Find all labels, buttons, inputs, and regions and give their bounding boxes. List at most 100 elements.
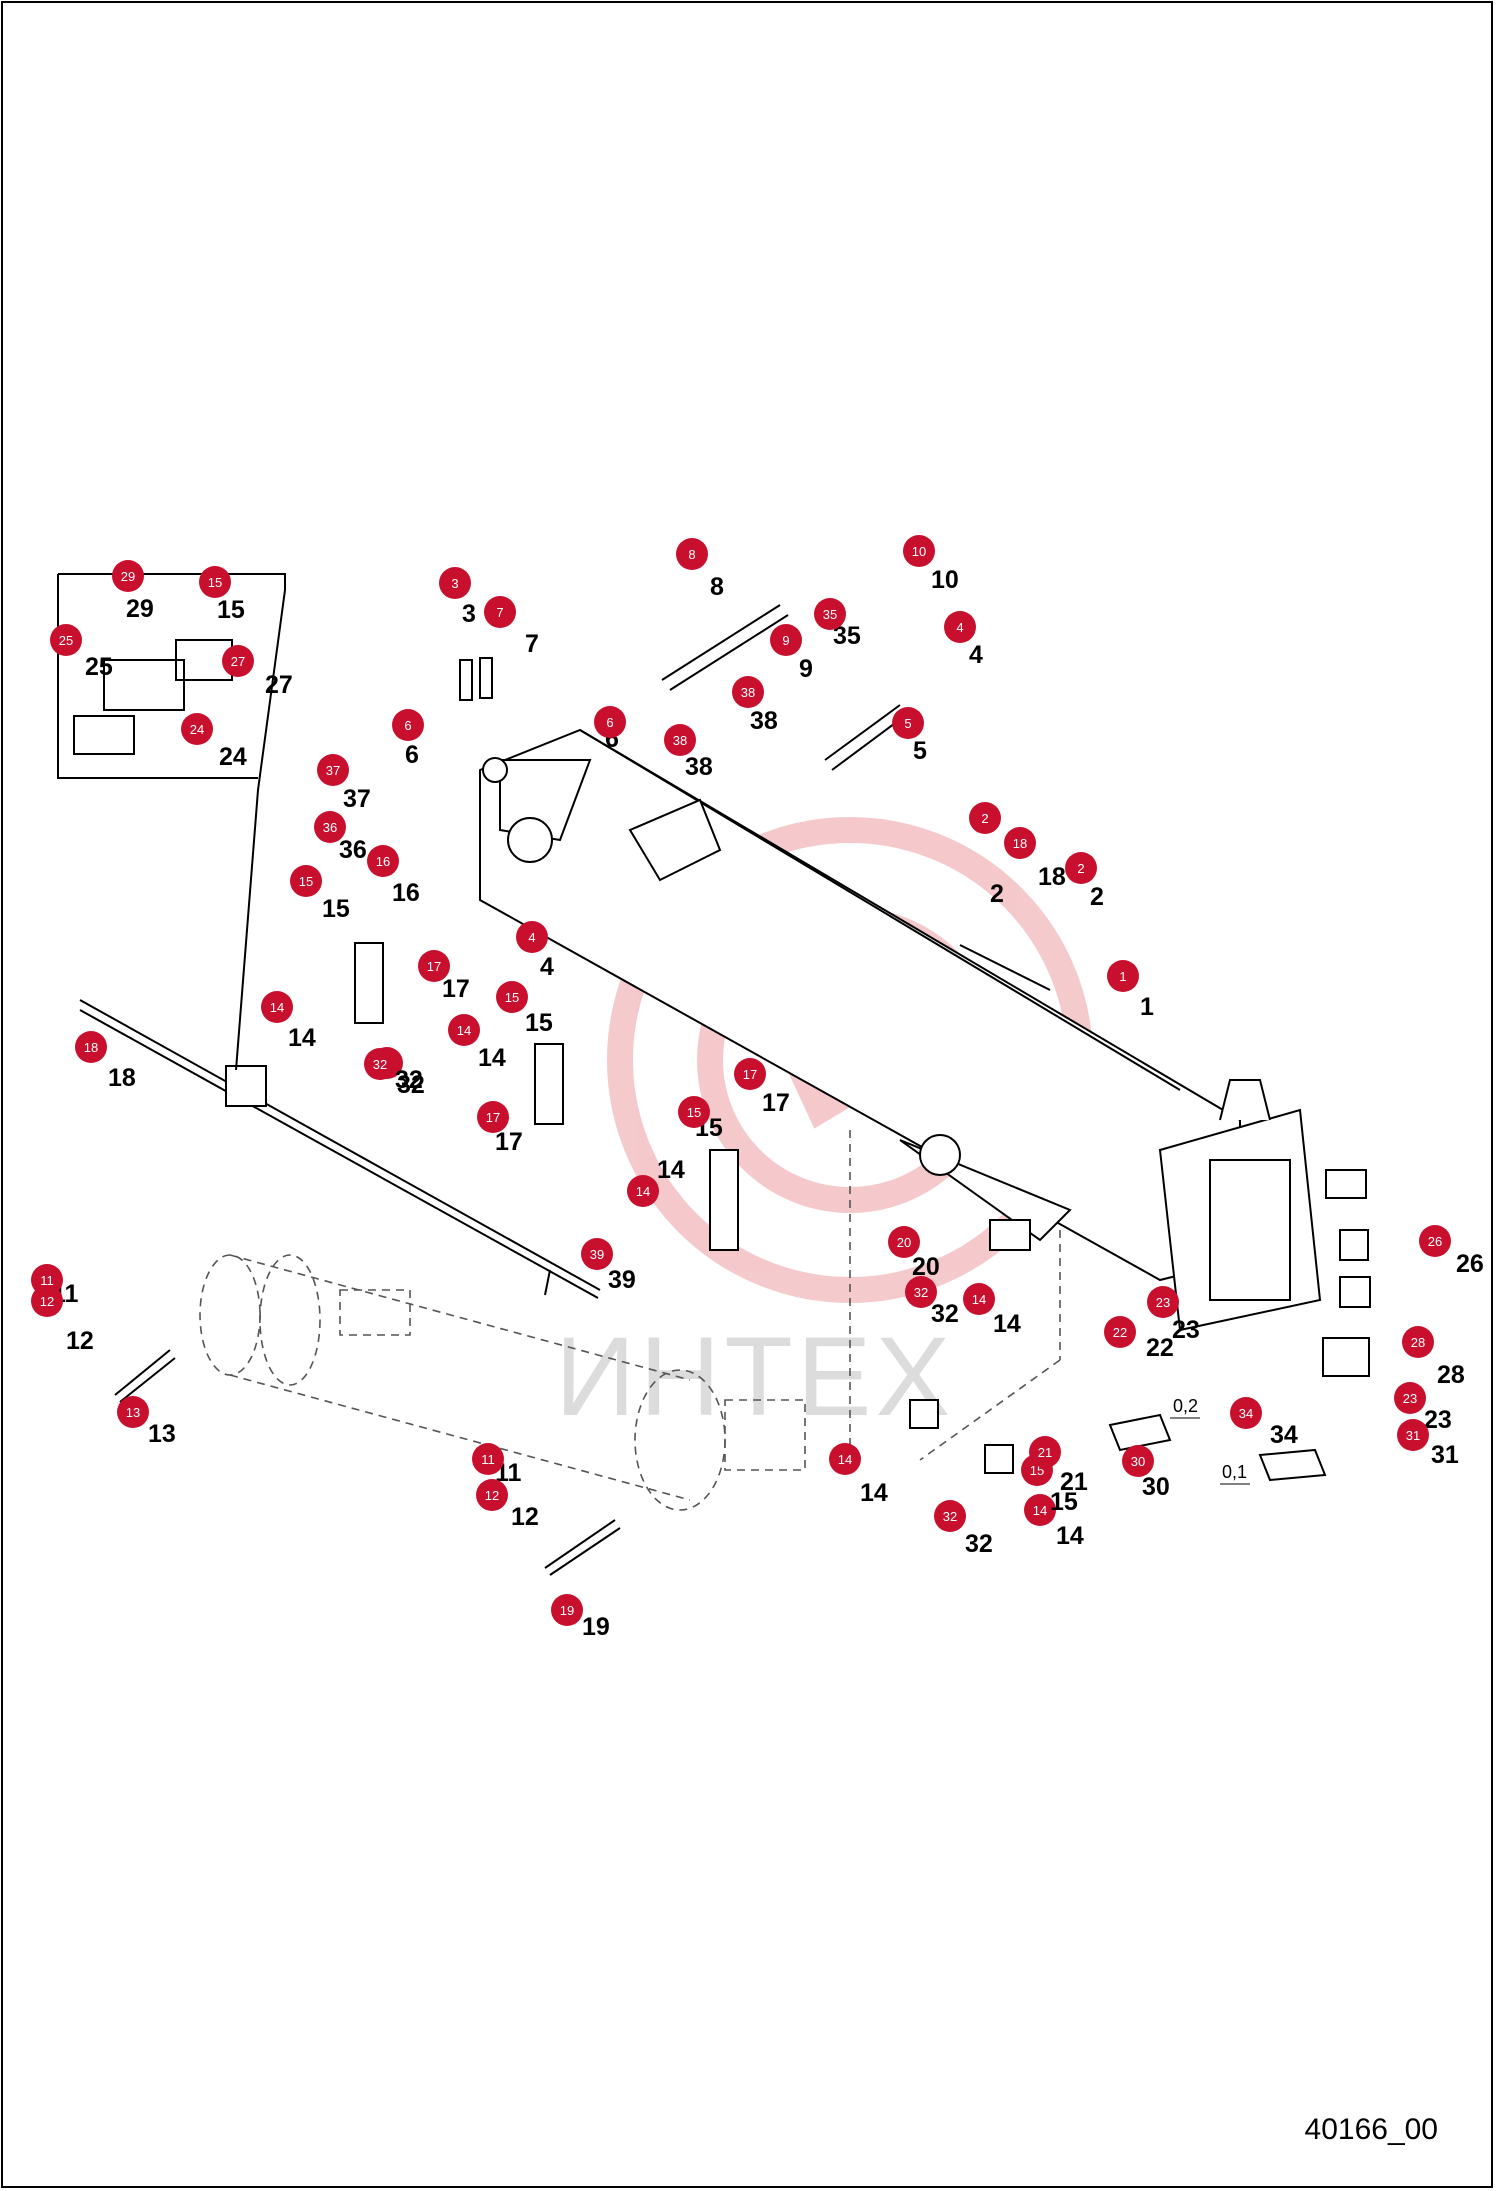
watermark-text: ИНТЕХ: [555, 1314, 955, 1439]
callout-7[interactable]: 77: [484, 596, 539, 658]
part-number-label: 15: [525, 1009, 553, 1037]
part-number-label: 6: [405, 741, 419, 769]
callout-badge: [1104, 1316, 1136, 1348]
callout-1[interactable]: 11: [1107, 960, 1154, 1021]
part-number-label: 4: [969, 641, 983, 669]
callout-3[interactable]: 33: [439, 567, 476, 628]
detail-inset: [57, 573, 286, 1071]
callout-badge: [1024, 1494, 1056, 1526]
part-number-label: 25: [85, 653, 113, 681]
callout-badge: [1394, 1382, 1426, 1414]
part-number-label: 17: [442, 975, 470, 1003]
part-number-label: 16: [392, 879, 420, 907]
part-number-label: 3: [462, 600, 476, 628]
part-number-label: 29: [126, 595, 154, 623]
callout-29[interactable]: 29 29: [112, 560, 154, 623]
part-number-label: 8: [710, 573, 724, 601]
callout-5[interactable]: 55: [892, 707, 927, 765]
callout-23[interactable]: 23 23: [1394, 1382, 1452, 1434]
tolerance-label: 0,2: [1173, 1396, 1198, 1416]
callout-badge: [905, 1276, 937, 1308]
callout-badge-number: 6: [404, 718, 411, 733]
part-number-label: 2: [990, 880, 1004, 908]
callout-6[interactable]: 66: [392, 709, 424, 769]
callout-badge: [934, 1500, 966, 1532]
callout-8[interactable]: 88: [676, 538, 724, 601]
callout-badge: [181, 713, 213, 745]
part-number-label: 1: [1140, 993, 1154, 1021]
callout-badge-number: 29: [121, 569, 135, 584]
callout-badge-number: 37: [326, 763, 340, 778]
part-number-label: 32: [931, 1300, 959, 1328]
part-number-label: 38: [750, 707, 778, 735]
callout-2[interactable]: 22: [1065, 852, 1104, 911]
callout-badge-number: 23: [1403, 1391, 1417, 1406]
callout-badge-number: 14: [1033, 1503, 1047, 1518]
callout-badge: [664, 724, 696, 756]
callout-badge-number: 20: [897, 1235, 911, 1250]
part-number-label: 12: [66, 1327, 94, 1355]
callout-badge: [1122, 1445, 1154, 1477]
callout-badge: [892, 707, 924, 739]
callout-badge: [1419, 1225, 1451, 1257]
callout-6[interactable]: 66: [594, 706, 626, 753]
callout-4[interactable]: 44: [944, 611, 983, 669]
callout-4[interactable]: 44: [516, 921, 554, 981]
part-number-label: 15: [1050, 1488, 1078, 1516]
callout-badge: [516, 921, 548, 953]
part-number-label: 23: [1424, 1406, 1452, 1434]
callout-badge-number: 17: [743, 1067, 757, 1082]
callout-2[interactable]: 22: [969, 802, 1004, 908]
callout-badge: [732, 676, 764, 708]
boom-assembly: [479, 728, 1322, 1332]
callout-badge: [969, 802, 1001, 834]
callout-badge-number: 8: [688, 547, 695, 562]
callout-9[interactable]: 99: [770, 624, 813, 683]
part-number-label: 7: [525, 630, 539, 658]
